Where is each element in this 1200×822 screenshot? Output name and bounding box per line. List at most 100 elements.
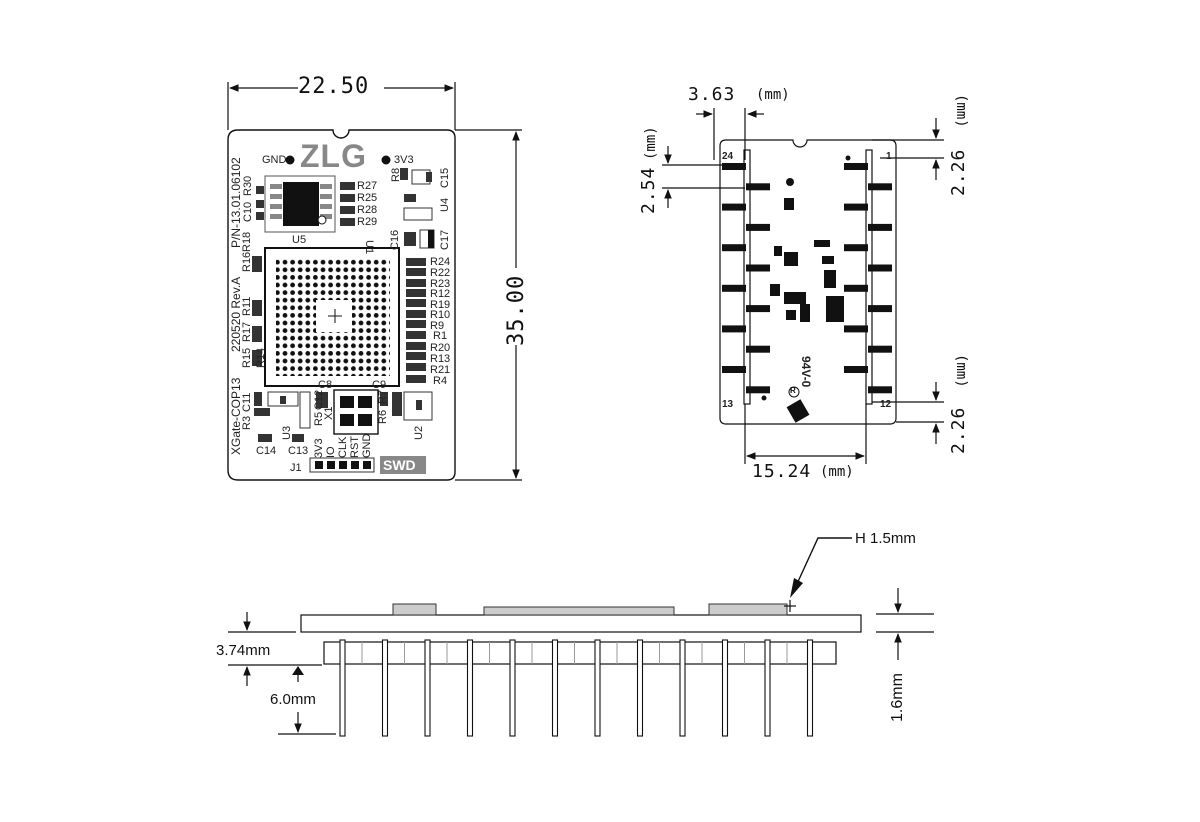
pin12-label: 12 [880, 399, 892, 410]
edge-bottom-unit: (mm) [953, 354, 969, 388]
x1-label: X1 [323, 406, 335, 420]
swd-pin-gnd: GND [361, 433, 373, 458]
left-pad-10 [746, 345, 770, 353]
right-pad-5 [844, 244, 868, 252]
side-component-1 [392, 603, 437, 616]
r15-label: R15 [241, 347, 253, 368]
h-leader-arrow [790, 578, 803, 598]
pin13-label: 13 [722, 399, 734, 410]
left-pad-4 [746, 223, 770, 231]
ul-94v0-text: 94V-0 [799, 356, 813, 388]
r18-label: R18 [241, 231, 253, 252]
pitch-unit: (mm) [756, 87, 790, 103]
right-pad-10 [868, 345, 892, 353]
c14-label: C14 [256, 445, 277, 457]
side-pin-3 [424, 639, 431, 737]
right-pad-3 [844, 203, 868, 211]
side-header-body [323, 641, 837, 665]
j1-pins [315, 461, 371, 469]
row-dimension: 15.24 [752, 461, 812, 482]
left-resistor-column [252, 256, 262, 366]
r17-label: R17 [241, 321, 253, 342]
side-pin-4 [466, 639, 474, 737]
zlg-logo: ZLG [300, 138, 367, 174]
u3-label: U3 [281, 425, 293, 440]
width-dimension: 22.50 [298, 74, 370, 99]
swd-label: SWD [383, 457, 416, 473]
c17-label: C17 [439, 229, 451, 250]
right-pad-9 [844, 325, 868, 333]
j1-label: J1 [290, 462, 302, 474]
side-pin-12 [806, 639, 814, 737]
header-height-label: 3.74mm [216, 642, 271, 659]
left-pin-row-line [743, 149, 751, 405]
u5-pin1-mark [317, 215, 327, 225]
left-pad-1 [722, 163, 746, 170]
c15-label: C15 [439, 167, 451, 188]
component-height-label: H 1.5mm [855, 530, 916, 547]
c9-label: C9 [372, 379, 387, 391]
right-pin-pads [844, 163, 892, 394]
r30-label: R30 [242, 175, 254, 196]
right-pad-2 [868, 183, 892, 191]
edge-top-unit: (mm) [953, 94, 969, 128]
c8-label: C8 [318, 379, 333, 391]
swd-pin-io: IO [325, 446, 337, 458]
left-pad-11 [722, 366, 746, 373]
u5-chip [283, 182, 319, 226]
right-pad-8 [868, 305, 892, 313]
side-pin-6 [551, 639, 559, 737]
u1-label: U1 [363, 240, 375, 255]
right-pin-row-line [865, 149, 873, 405]
h-leader-line [795, 537, 852, 587]
pin-length-label: 6.0mm [270, 691, 316, 708]
c11-label: C11 [241, 392, 253, 412]
r1-label: R1 [433, 330, 448, 342]
r8-label: R8 [390, 167, 402, 182]
side-board [300, 614, 862, 633]
left-pin-pads [722, 163, 770, 394]
swd-pin-3v3: 3V3 [313, 438, 325, 458]
ul-registered-mark: R [790, 386, 796, 395]
bottom-components [254, 389, 433, 442]
side-component-3 [708, 603, 788, 616]
u5-pads [270, 184, 332, 219]
r10-label: R10 [430, 309, 451, 321]
side-pin-2 [381, 639, 389, 737]
side-header-pins [339, 639, 814, 737]
side-component-2 [483, 606, 675, 616]
right-pad-4 [868, 223, 892, 231]
top-view [227, 82, 522, 481]
left-pad-2 [746, 183, 770, 191]
pin-pitch-unit: (mm) [643, 126, 659, 160]
left-pad-6 [746, 264, 770, 272]
right-pad-7 [844, 284, 868, 292]
c10-label: C10 [242, 201, 254, 222]
right-resistor-column [406, 258, 426, 383]
c16-label: C16 [389, 229, 401, 250]
side-view [228, 537, 934, 737]
u5-label: U5 [292, 234, 307, 246]
side-pin-1 [339, 639, 346, 737]
r27-label: R27 [357, 180, 378, 192]
left-pad-3 [722, 203, 746, 211]
pitch-dimension: 3.63 [688, 84, 736, 105]
u2-label: U2 [413, 425, 425, 440]
r4-label: R4 [433, 375, 448, 387]
side-pin-5 [509, 639, 516, 737]
r23-label: R23 [430, 278, 451, 290]
height-dimension: 35.00 [504, 274, 529, 346]
r12-label: R12 [430, 288, 451, 300]
passives-u5-left [256, 186, 264, 220]
ul-registered-circle [788, 386, 800, 398]
v33-label: 3V3 [394, 154, 414, 166]
right-pad-12 [868, 386, 892, 394]
r14-label: R14 [255, 347, 267, 368]
right-pad-1 [844, 163, 868, 170]
passives-u5-right [340, 182, 355, 226]
ul-logo [786, 399, 810, 423]
r20-label: R20 [430, 342, 451, 354]
left-pad-8 [746, 305, 770, 313]
